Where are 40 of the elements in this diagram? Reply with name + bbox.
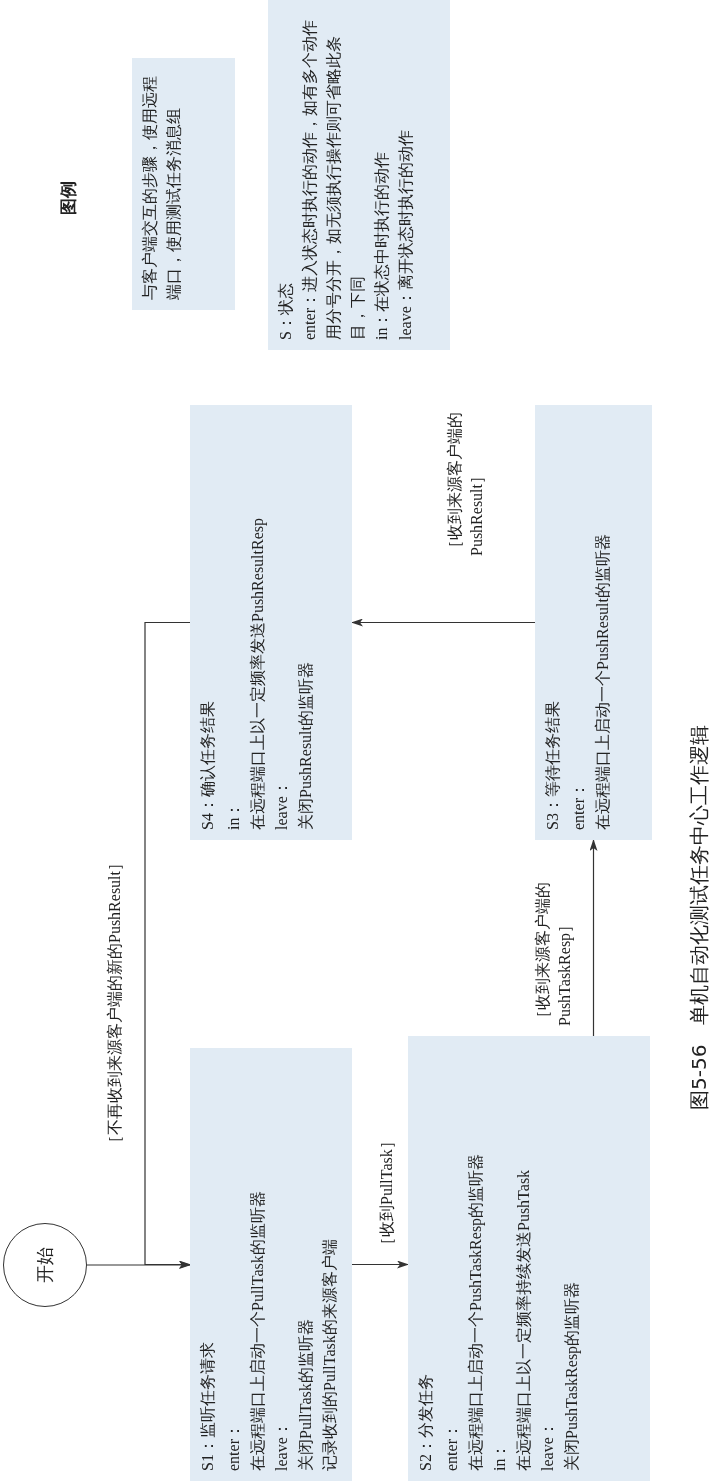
state-action: leave： bbox=[272, 1420, 291, 1471]
legend-heading: 图例 bbox=[58, 181, 80, 215]
legend-text: 与客户端交互的步骤，使用远程端口，使用测试任务消息组 bbox=[140, 75, 183, 300]
state-action: 在远程端口上启动一个PushTaskResp的监听器 bbox=[466, 1152, 486, 1471]
state-title: S3：等待任务结果 bbox=[543, 700, 562, 830]
figure-caption: 图5-56 单机自动化测试任务中心工作逻辑 bbox=[686, 724, 712, 1110]
legend-text: enter：进入状态时执行的动作，如有多个动作用分号分开，如无须执行操作则可省略此条目，下同 bbox=[300, 19, 367, 340]
state-action: 在远程端口上启动一个PullTask的监听器 bbox=[248, 1190, 267, 1471]
state-box bbox=[408, 1036, 650, 1481]
state-action: in： bbox=[224, 800, 243, 830]
state-action: enter： bbox=[442, 1422, 461, 1471]
arrow bbox=[351, 1260, 409, 1269]
state-action: leave： bbox=[538, 1420, 557, 1471]
state-action: 关闭PushTaskResp的监听器 bbox=[562, 1280, 582, 1471]
arrow bbox=[144, 621, 191, 1269]
start-circle: 开始 bbox=[3, 1223, 87, 1307]
arrow bbox=[86, 1261, 191, 1269]
state-action: leave： bbox=[272, 779, 291, 830]
legend-text: S：状态 bbox=[276, 282, 295, 340]
state-title: S2：分发任务 bbox=[416, 1373, 435, 1471]
state-action: 在远程端口上以一定频率持续发送PushTask bbox=[514, 1168, 533, 1471]
legend-box bbox=[268, 0, 450, 350]
legend-box bbox=[132, 58, 235, 310]
state-box bbox=[535, 405, 652, 840]
state-action: enter： bbox=[569, 781, 588, 830]
state-title: S4：确认任务结果 bbox=[198, 700, 217, 830]
state-action: 关闭PullTask的监听器 bbox=[296, 1318, 315, 1471]
arrow bbox=[351, 618, 536, 627]
state-action: 在远程端口上启动一个PushResult的监听器 bbox=[593, 533, 612, 830]
arrow bbox=[589, 839, 598, 1037]
state-action: 关闭PushResult的监听器 bbox=[296, 661, 315, 830]
state-action: 在远程端口上以一定频率发送PushResultResp bbox=[248, 517, 268, 830]
state-box bbox=[190, 1048, 352, 1481]
legend-text: leave：离开状态时执行的动作 bbox=[396, 129, 415, 340]
state-title: S1：监听任务请求 bbox=[198, 1341, 217, 1471]
state-action: 记录收到的PullTask的来源客户端 bbox=[320, 1238, 339, 1471]
state-action: enter： bbox=[224, 1422, 243, 1471]
legend-text: in：在状态中时执行的动作 bbox=[372, 150, 391, 340]
state-action: in： bbox=[490, 1441, 509, 1471]
state-box bbox=[190, 405, 352, 840]
